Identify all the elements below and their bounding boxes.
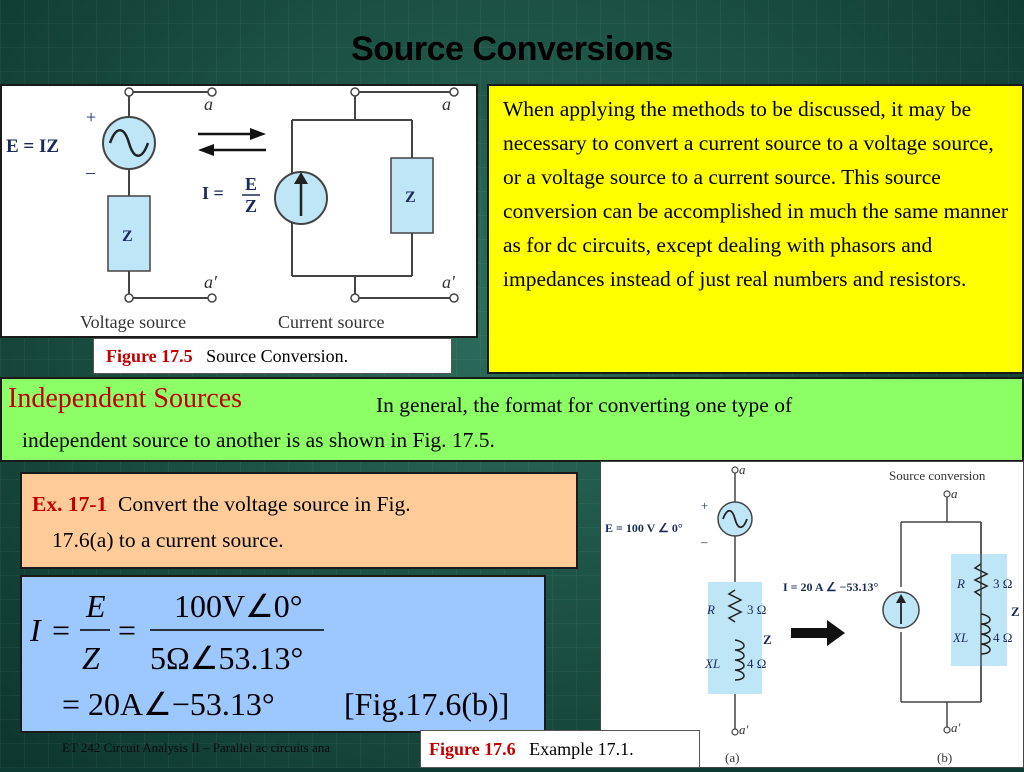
figure-17-5-diagram: E = IZ + – Z Z I = E Z a a a′ a′ Voltage…: [0, 84, 478, 338]
example-label: Ex. 17-1: [32, 492, 108, 516]
source-conversion-svg: E = IZ + – Z Z I = E Z a a a′ a′ Voltage…: [6, 87, 459, 332]
r-label-b: R: [956, 576, 965, 591]
figure-17-6-number: Figure 17.6: [429, 739, 516, 759]
current-equation: I = 20 A ∠ −53.13°: [783, 580, 878, 594]
minus-sign-small: –: [700, 534, 708, 549]
z-label-right: Z: [405, 189, 416, 206]
figure-17-5-number: Figure 17.5: [106, 346, 193, 366]
figure-17-6-diagram: Source conversion E = 100 V ∠ 0° + – I =…: [600, 461, 1024, 768]
node-a-fig6-right: a: [951, 486, 958, 501]
eq-equals-2: =: [118, 612, 136, 648]
figure-17-6-caption: Figure 17.6 Example 17.1.: [420, 730, 700, 768]
source-conversion-header: Source conversion: [889, 468, 986, 483]
subfigure-b-label: (b): [937, 750, 952, 765]
slide-title: Source Conversions: [351, 30, 673, 68]
node-a-fig6-left: a: [739, 462, 746, 477]
voltage-equation: E = IZ: [6, 136, 59, 157]
node-a-prime-fig6-right: a′: [951, 720, 961, 735]
r-label-a: R: [706, 602, 715, 617]
figure-17-6-text: Example 17.1.: [529, 739, 634, 759]
xl-label-b: XL: [952, 630, 968, 645]
z-label-fig6-b: Z: [1011, 604, 1020, 619]
node-a-prime-left: a′: [204, 272, 218, 292]
eq-z: Z: [82, 640, 101, 676]
node-a-prime-fig6-left: a′: [739, 722, 749, 737]
xl-value-a: 4 Ω: [747, 656, 766, 671]
eq-e: E: [85, 588, 106, 624]
equation-svg: I = E Z = 100V∠0° 5Ω∠53.13° = 20A∠−53.13…: [29, 588, 509, 722]
r-value-a: 3 Ω: [747, 602, 766, 617]
eq-i: I: [29, 612, 42, 648]
current-source-label: Current source: [278, 312, 384, 332]
z-label-left: Z: [122, 228, 133, 245]
eq-reference: [Fig.17.6(b)]: [344, 686, 509, 722]
node-a-right: a: [442, 94, 451, 114]
slide-footer: ET 242 Circuit Analysis II – Parallel ac…: [62, 740, 330, 755]
current-equation-den: Z: [245, 196, 257, 216]
resistor-b-icon: [973, 563, 989, 597]
impedance-z-left: [107, 195, 151, 272]
source-equation: E = 100 V ∠ 0°: [605, 521, 683, 535]
figure-17-5-text: Source Conversion.: [206, 346, 349, 366]
plus-sign-small: +: [701, 498, 708, 513]
impedance-z-right: [390, 157, 434, 234]
example-text-1: Convert the voltage source in Fig.: [118, 492, 411, 516]
example-line2: 17.6(a) to a current source.: [52, 528, 284, 552]
z-label-fig6-a: Z: [763, 632, 772, 647]
subfigure-a-label: (a): [725, 750, 739, 765]
figure-17-5-caption: Figure 17.5 Source Conversion.: [93, 338, 452, 374]
eq-result: = 20A∠−53.13°: [62, 686, 275, 722]
independent-sources-line1: In general, the format for converting on…: [376, 393, 793, 417]
example-line1: Ex. 17-1 Convert the voltage source in F…: [32, 492, 411, 517]
equation-box: I = E Z = 100V∠0° 5Ω∠53.13° = 20A∠−53.13…: [20, 575, 546, 733]
eq-denominator: 5Ω∠53.13°: [150, 640, 303, 676]
current-equation-num: E: [245, 174, 257, 194]
node-a-prime-right: a′: [442, 272, 456, 292]
plus-sign: +: [86, 107, 96, 127]
eq-equals-1: =: [52, 612, 70, 648]
impedance-block-a: [708, 582, 762, 694]
eq-numerator: 100V∠0°: [174, 588, 303, 624]
voltage-source-label: Voltage source: [80, 312, 186, 332]
independent-sources-box: Independent Sources In general, the form…: [0, 377, 1024, 462]
node-a-left: a: [204, 94, 213, 114]
conversion-arrows-icon: [198, 128, 266, 156]
xl-label-a: XL: [704, 656, 720, 671]
inductor-a-icon: [734, 639, 745, 681]
xl-value-b: 4 Ω: [993, 630, 1012, 645]
conversion-arrow-icon: [791, 620, 845, 646]
minus-sign: –: [85, 162, 96, 182]
r-value-b: 3 Ω: [993, 576, 1012, 591]
resistor-a-icon: [727, 589, 743, 623]
intro-text-box: When applying the methods to be discusse…: [487, 84, 1024, 374]
example-box: Ex. 17-1 Convert the voltage source in F…: [20, 472, 578, 569]
independent-sources-heading: Independent Sources: [8, 383, 243, 414]
impedance-block-b: [951, 554, 1007, 666]
inductor-b-icon: [980, 613, 991, 655]
current-equation-lhs: I =: [202, 183, 224, 203]
independent-sources-line2: independent source to another is as show…: [22, 428, 495, 452]
example-circuit-svg: Source conversion E = 100 V ∠ 0° + – I =…: [605, 462, 1020, 765]
